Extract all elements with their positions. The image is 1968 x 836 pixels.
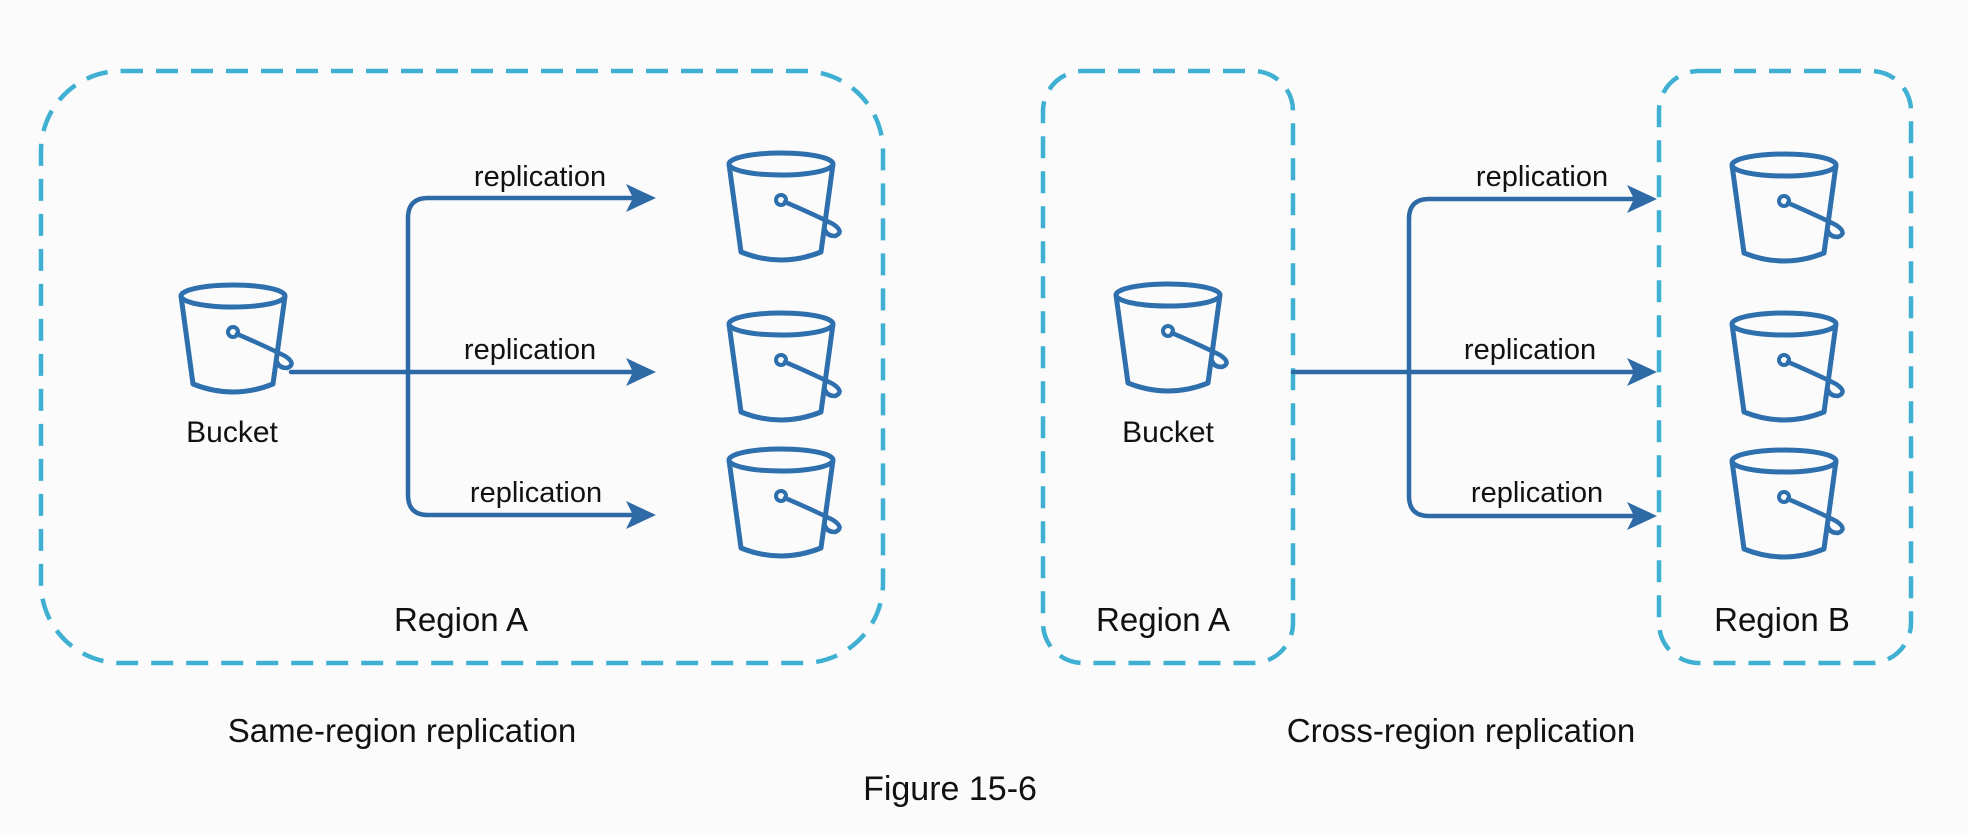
cross-region-caption: Cross-region replication: [1286, 712, 1636, 749]
arrowhead-icon: [626, 358, 656, 386]
bucket-icon: [729, 313, 840, 420]
bucket-icon: [1732, 313, 1843, 420]
cross-target-region-label: Region B: [1714, 601, 1850, 638]
figure-title: Figure 15-6: [863, 770, 1037, 808]
cross-region-branch-top: [1406, 196, 1645, 375]
cross-source-region-label: Region A: [1096, 601, 1230, 638]
cross-region-replication-label-top: replication: [1475, 161, 1609, 193]
arrowhead-icon: [626, 501, 656, 529]
bucket-icon: [729, 153, 840, 260]
same-region-region-label: Region A: [394, 601, 528, 638]
cross-source-region-box: [1040, 68, 1296, 666]
same-region-branch-top: [405, 195, 643, 375]
bucket-icon: [181, 285, 292, 392]
same-region-box: [38, 68, 886, 666]
arrowhead-icon: [1627, 502, 1657, 530]
cross-target-region-box: [1656, 68, 1914, 666]
cross-region-replication-label-bottom: replication: [1470, 477, 1604, 509]
arrowhead-icon: [1627, 185, 1657, 213]
cross-region-replication-label-middle: replication: [1463, 334, 1597, 366]
same-region-caption: Same-region replication: [227, 712, 577, 749]
arrowhead-icon: [626, 184, 656, 212]
arrowhead-icon: [1627, 358, 1657, 386]
bucket-icon: [1116, 284, 1227, 391]
same-region-replication-label-bottom: replication: [469, 477, 603, 509]
bucket-icon: [729, 449, 840, 556]
same-region-bucket-label: Bucket: [186, 416, 278, 449]
bucket-icon: [1732, 154, 1843, 261]
same-region-replication-label-middle: replication: [463, 334, 597, 366]
cross-region-bucket-label: Bucket: [1122, 416, 1214, 449]
bucket-icon: [1732, 450, 1843, 557]
cross-region-branch-bottom: [1406, 369, 1645, 519]
same-region-branch-bottom: [405, 369, 643, 518]
same-region-replication-label-top: replication: [473, 161, 607, 193]
